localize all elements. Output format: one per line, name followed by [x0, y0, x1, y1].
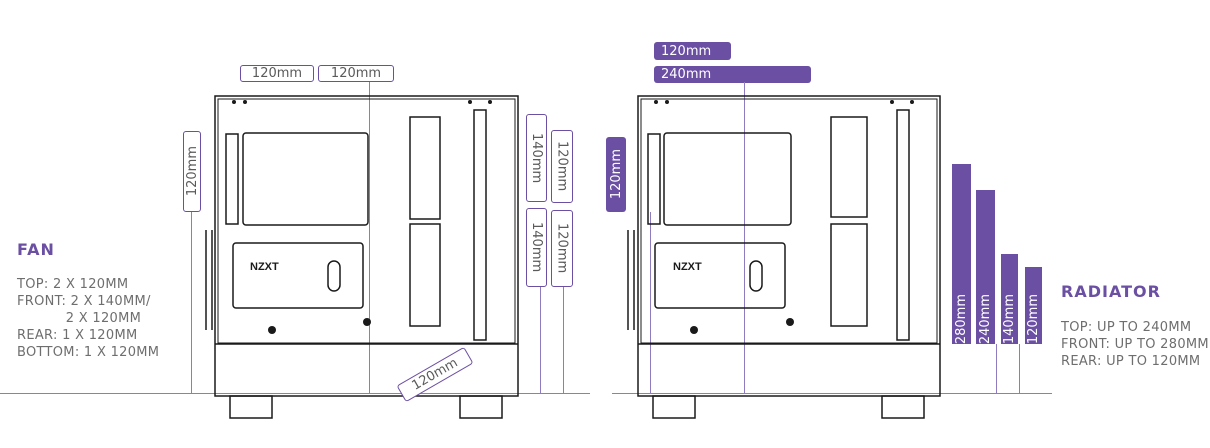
radiator-bar-240: 240mm	[976, 190, 995, 344]
fan-front-label-2: 140mm	[526, 208, 547, 287]
fan-spec-bottom: BOTTOM: 1 X 120MM	[17, 345, 160, 360]
radiator-bar-280: 280mm	[952, 164, 971, 344]
fan-spec-front-alt: 2 X 120MM	[17, 311, 142, 326]
radiator-spec-list: TOP: UP TO 240MM FRONT: UP TO 280MM REAR…	[1061, 319, 1209, 370]
radiator-baseline	[612, 393, 1052, 395]
fan-front-label-3: 120mm	[551, 130, 573, 203]
radiator-spec-top: TOP: UP TO 240MM	[1061, 320, 1192, 335]
radiator-top-label-1: 120mm	[654, 42, 731, 60]
radiator-bar-120-label: 120mm	[1026, 293, 1041, 344]
fan-front-label-2-text: 140mm	[529, 222, 544, 273]
radiator-spec-front: FRONT: UP TO 280MM	[1061, 337, 1209, 352]
fan-top-label-1: 120mm	[240, 65, 314, 82]
fan-front-label-4: 120mm	[551, 210, 573, 287]
fan-spec-front: FRONT: 2 X 140MM/	[17, 294, 151, 309]
fan-front-label-4-text: 120mm	[554, 223, 570, 274]
fan-top-label-2: 120mm	[318, 65, 394, 82]
fan-front-label-1-text: 140mm	[529, 132, 544, 184]
radiator-psu-brand: NZXT	[673, 261, 702, 273]
radiator-bar-140: 140mm	[1001, 254, 1018, 344]
radiator-bar-140-label: 140mm	[1002, 293, 1017, 344]
fan-heading: FAN	[17, 240, 55, 259]
radiator-bar-280-label: 280mm	[954, 293, 969, 344]
radiator-spec-rear: REAR: UP TO 120MM	[1061, 354, 1201, 369]
fan-front-guide-a	[540, 287, 542, 394]
fan-front-label-3-text: 120mm	[554, 141, 570, 192]
fan-spec-rear: REAR: 1 X 120MM	[17, 328, 138, 343]
radiator-front-guide-b	[1019, 344, 1021, 394]
fan-rear-guide	[191, 212, 193, 394]
radiator-bar-120: 120mm	[1025, 267, 1042, 344]
radiator-top-label-2: 240mm	[654, 66, 811, 83]
fan-front-label-1: 140mm	[526, 114, 547, 202]
radiator-bar-240-label: 240mm	[978, 293, 993, 344]
radiator-top-guide	[744, 82, 746, 394]
radiator-rear-label: 120mm	[606, 137, 626, 212]
fan-spec-top: TOP: 2 X 120MM	[17, 277, 129, 292]
fan-rear-label: 120mm	[183, 131, 201, 212]
radiator-heading: RADIATOR	[1061, 282, 1161, 301]
radiator-rear-guide	[650, 212, 652, 394]
fan-front-guide-b	[563, 287, 565, 394]
fan-spec-list: TOP: 2 X 120MM FRONT: 2 X 140MM/ 2 X 120…	[17, 276, 159, 361]
fan-top-guide	[369, 80, 371, 394]
fan-psu-brand: NZXT	[250, 261, 279, 273]
radiator-front-guide-a	[996, 344, 998, 394]
fan-baseline	[0, 393, 590, 395]
